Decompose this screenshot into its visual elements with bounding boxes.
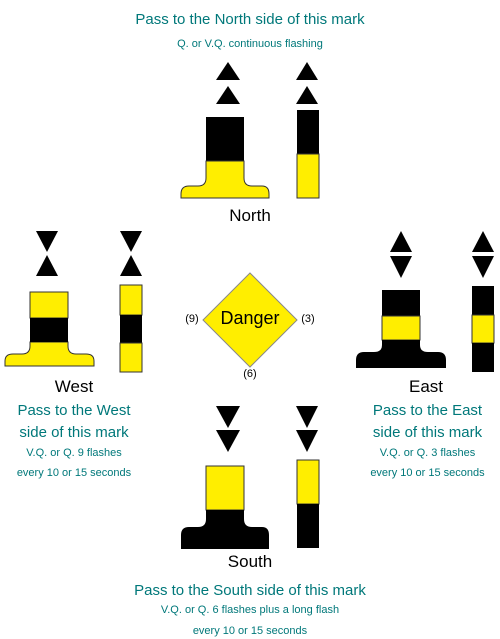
north-buoy-black-band [206,117,244,161]
south-buoy-topmark-lower-cone-icon [216,430,240,452]
east-buoy-black-band-top [382,290,420,316]
south-buoy-yellow-band [205,465,245,511]
west-beacon-topmark-upper-cone-icon [120,231,142,252]
east-heading-line1: Pass to the East [372,402,483,419]
south-light-line2: every 10 or 15 seconds [192,625,308,637]
south-beacon-black-band [297,504,319,548]
north-buoy-yellow-base [180,160,270,199]
east-buoy-topmark-lower-cone-icon [390,256,412,278]
danger-east-flash-count: (3) [301,313,315,325]
west-buoy-topmark-lower-cone-icon [36,255,58,276]
north-beacon-topmark-lower-cone-icon [296,86,318,104]
south-light-line1: V.Q. or Q. 6 flashes plus a long flash [160,604,340,616]
east-label: East [408,377,444,396]
west-beacon-yellow-band-top [119,284,143,316]
east-buoy-black-band-bottom [356,340,446,368]
east-buoy [356,231,446,368]
danger-mark [202,272,298,368]
danger-label: Danger [220,308,280,328]
west-buoy-topmark-upper-cone-icon [36,231,58,252]
south-beacon-yellow-band [296,459,320,505]
west-heading-line1: Pass to the West [17,402,131,419]
west-buoy [4,231,95,367]
west-beacon-topmark-lower-cone-icon [120,255,142,276]
north-beacon [296,62,320,199]
south-buoy-black-base [181,510,269,549]
north-label: North [229,206,271,225]
west-buoy-yellow-band-top [29,291,69,319]
north-buoy-topmark-lower-cone-icon [216,86,240,104]
east-beacon-topmark-lower-cone-icon [472,256,494,278]
south-beacon [296,406,320,548]
west-heading-line2: side of this mark [19,424,129,441]
south-beacon-topmark-lower-cone-icon [296,430,318,452]
east-beacon-yellow-band [471,314,495,344]
north-light-description: Q. or V.Q. continuous flashing [177,38,323,50]
east-buoy-yellow-band [381,315,421,341]
west-buoy-black-band [30,318,68,342]
south-heading: Pass to the South side of this mark [134,582,366,599]
danger-diamond [202,272,298,368]
east-buoy-topmark-upper-cone-icon [390,231,412,252]
east-beacon-topmark-upper-cone-icon [472,231,494,252]
danger-south-flash-count: (6) [243,368,257,380]
west-light-line2: every 10 or 15 seconds [16,467,132,479]
north-beacon-topmark-upper-cone-icon [296,62,318,80]
danger-west-flash-count: (9) [185,313,199,325]
north-heading: Pass to the North side of this mark [135,11,365,28]
north-buoy-topmark-upper-cone-icon [216,62,240,80]
east-light-line2: every 10 or 15 seconds [370,467,485,479]
north-beacon-yellow-band [296,153,320,199]
west-label: West [54,377,94,396]
west-beacon-black-band [120,315,142,343]
west-light-line1: V.Q. or Q. 9 flashes [26,447,122,459]
north-beacon-black-band [297,110,319,154]
south-beacon-topmark-upper-cone-icon [296,406,318,428]
east-beacon-black-band-bottom [472,343,494,372]
south-buoy [181,406,269,549]
south-buoy-topmark-upper-cone-icon [216,406,240,428]
north-buoy [180,62,270,199]
east-beacon-black-band-top [472,286,494,315]
south-label: South [227,552,273,571]
east-heading-line2: side of this mark [372,424,483,441]
east-beacon [471,231,495,372]
west-beacon [119,231,143,373]
east-light-line1: V.Q. or Q. 3 flashes [379,447,476,459]
west-buoy-yellow-band-bottom [4,341,95,367]
west-beacon-yellow-band-bottom [119,342,143,373]
